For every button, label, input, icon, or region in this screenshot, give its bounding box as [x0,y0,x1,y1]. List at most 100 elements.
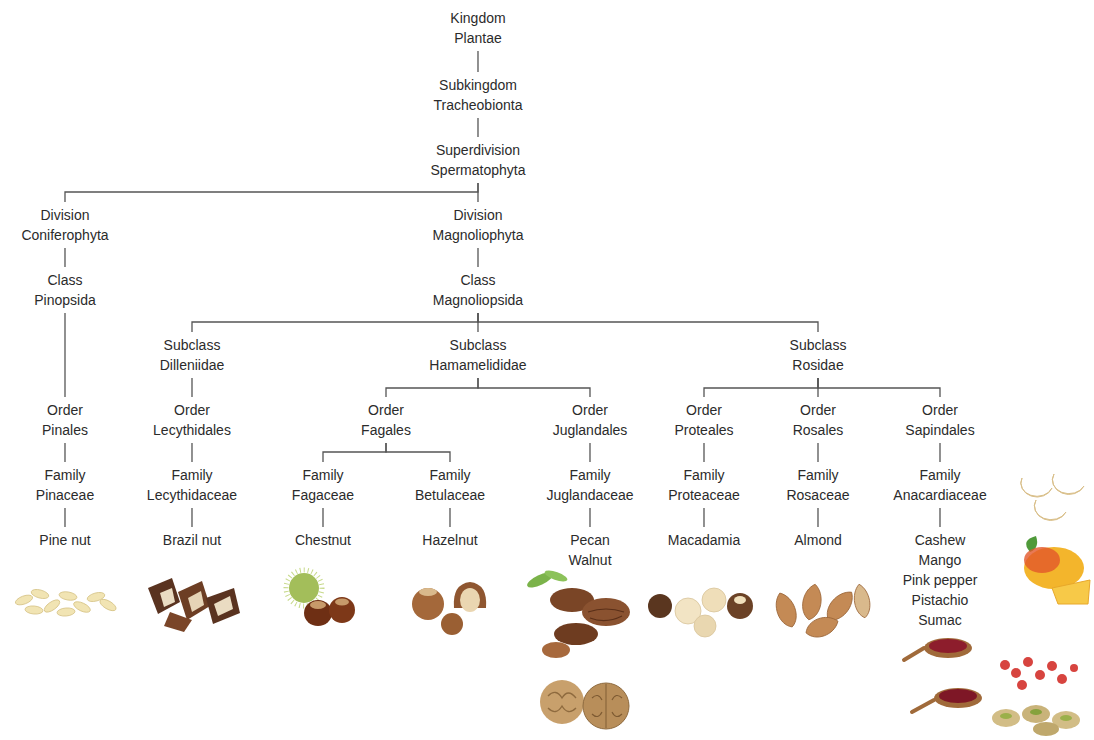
rank-label: Subclass [160,335,225,355]
nut-name: Cashew [903,530,978,550]
taxon-node: ClassMagnoliopsida [433,270,523,310]
sumac-picture [904,638,982,712]
tree-connector [817,508,818,527]
brazil-nut-picture [148,578,240,632]
tree-connector [449,508,450,527]
nut-name: Pink pepper [903,570,978,590]
taxon-name: Anacardiaceae [893,485,986,505]
rank-label: Order [361,400,411,420]
tree-connector [191,508,192,527]
taxon-node: KingdomPlantae [450,8,505,48]
rank-label: Division [432,205,523,225]
tree-connector [939,443,940,462]
taxon-name: Magnoliopsida [433,290,523,310]
tree-connector [589,508,590,527]
taxon-node: SubclassHamamelididae [429,335,526,375]
taxon-node: OrderRosales [793,400,844,440]
taxon-name: Fagaceae [292,485,354,505]
tree-connector [64,508,65,527]
taxon-name: Spermatophyta [431,160,526,180]
tree-connector [478,313,818,332]
nut-name: Pecan [568,530,611,550]
tree-connector [386,378,478,397]
nut-name: Brazil nut [163,530,221,550]
nut-node: CashewMangoPink pepperPistachioSumac [903,530,978,630]
walnut-picture [540,680,629,729]
pink-pepper-picture [1000,657,1078,690]
taxon-node: FamilyFagaceae [292,465,354,505]
taxon-node: FamilyLecythidaceae [147,465,237,505]
nut-name: Pine nut [39,530,90,550]
taxon-name: Lecythidaceae [147,485,237,505]
tree-connector [192,313,478,332]
rank-label: Family [147,465,237,485]
taxon-node: OrderPinales [42,400,88,440]
nut-node: Macadamia [668,530,740,550]
nut-name: Mango [903,550,978,570]
nut-name: Hazelnut [422,530,477,550]
taxon-name: Lecythidales [153,420,231,440]
nut-name: Sumac [903,610,978,630]
taxon-name: Coniferophyta [21,225,108,245]
taxon-node: FamilyBetulaceae [415,465,485,505]
rank-label: Family [36,465,94,485]
taxon-name: Magnoliophyta [432,225,523,245]
taxon-name: Juglandaceae [546,485,633,505]
rank-label: Subclass [790,335,847,355]
nut-node: Almond [794,530,841,550]
nut-node: Hazelnut [422,530,477,550]
tree-connector [477,51,478,72]
rank-label: Order [793,400,844,420]
tree-connector [478,378,590,397]
tree-connector [477,118,478,137]
pistachio-picture [992,705,1080,736]
rank-label: Superdivision [431,140,526,160]
taxon-name: Plantae [450,28,505,48]
taxon-node: OrderProteales [674,400,733,440]
taxon-name: Pinaceae [36,485,94,505]
taxon-node: OrderJuglandales [553,400,628,440]
taxon-name: Hamamelididae [429,355,526,375]
tree-connector [323,443,386,462]
rank-label: Order [153,400,231,420]
cashew-picture [1021,474,1084,520]
tree-connector [703,443,704,462]
nut-node: Brazil nut [163,530,221,550]
taxon-name: Pinales [42,420,88,440]
rank-label: Family [546,465,633,485]
taxon-node: FamilyProteaceae [668,465,740,505]
pine-nut-picture [14,588,118,617]
taxon-name: Betulaceae [415,485,485,505]
rank-label: Family [893,465,986,485]
taxon-node: OrderLecythidales [153,400,231,440]
nut-node: Pine nut [39,530,90,550]
nut-node: Chestnut [295,530,351,550]
taxon-node: SubkingdomTracheobionta [434,75,523,115]
macadamia-picture [648,588,753,637]
tree-connector [64,443,65,462]
rank-label: Division [21,205,108,225]
taxon-name: Proteaceae [668,485,740,505]
tree-connector [477,183,478,202]
nut-name: Walnut [568,550,611,570]
tree-connector [322,508,323,527]
rank-label: Order [905,400,974,420]
taxon-name: Sapindales [905,420,974,440]
taxon-node: SubclassDilleniidae [160,335,225,375]
taxon-node: ClassPinopsida [34,270,96,310]
nut-node: PecanWalnut [568,530,611,570]
rank-label: Family [292,465,354,485]
rank-label: Subclass [429,335,526,355]
almond-picture [771,583,872,642]
tree-connector [191,378,192,397]
taxon-node: FamilyJuglandaceae [546,465,633,505]
taxon-name: Rosidae [790,355,847,375]
rank-label: Class [433,270,523,290]
taxon-name: Fagales [361,420,411,440]
taxon-node: FamilyAnacardiaceae [893,465,986,505]
nut-name: Chestnut [295,530,351,550]
taxon-node: SubclassRosidae [790,335,847,375]
tree-connector [477,248,478,267]
nut-name: Almond [794,530,841,550]
